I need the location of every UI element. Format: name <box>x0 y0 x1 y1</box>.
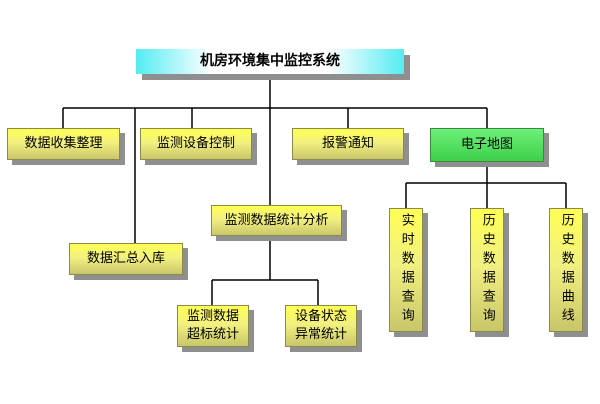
node-stats-analysis-label: 监测数据统计分析 <box>224 212 329 228</box>
node-e-map: 电子地图 <box>430 128 544 162</box>
node-alarm-notify: 报警通知 <box>292 128 404 160</box>
node-realtime-query: 实时数据查询 <box>389 208 423 332</box>
node-data-collection: 数据收集整理 <box>7 128 120 160</box>
node-history-curve-label: 历史数据曲线 <box>558 213 574 327</box>
node-history-query-label: 历史数据查询 <box>479 213 495 327</box>
node-history-query: 历史数据查询 <box>470 208 504 332</box>
node-device-control: 监测设备控制 <box>140 128 252 160</box>
node-stats-analysis: 监测数据统计分析 <box>211 205 342 236</box>
node-e-map-label: 电子地图 <box>460 137 513 153</box>
node-data-summary: 数据汇总入库 <box>69 243 183 275</box>
node-device-control-label: 监测设备控制 <box>156 136 235 152</box>
system-title-text: 机房环境集中监控系统 <box>200 53 340 70</box>
node-alarm-notify-label: 报警通知 <box>321 136 374 152</box>
system-title: 机房环境集中监控系统 <box>136 49 404 74</box>
node-data-summary-label: 数据汇总入库 <box>86 251 165 267</box>
node-over-limit-label: 监测数据 超标统计 <box>186 309 239 342</box>
node-abnormal-status-label: 设备状态 异常统计 <box>294 309 347 342</box>
node-data-collection-label: 数据收集整理 <box>24 136 103 152</box>
node-history-curve: 历史数据曲线 <box>549 208 583 332</box>
node-over-limit: 监测数据 超标统计 <box>177 305 249 347</box>
node-realtime-query-label: 实时数据查询 <box>398 213 414 327</box>
node-abnormal-status: 设备状态 异常统计 <box>285 305 357 347</box>
